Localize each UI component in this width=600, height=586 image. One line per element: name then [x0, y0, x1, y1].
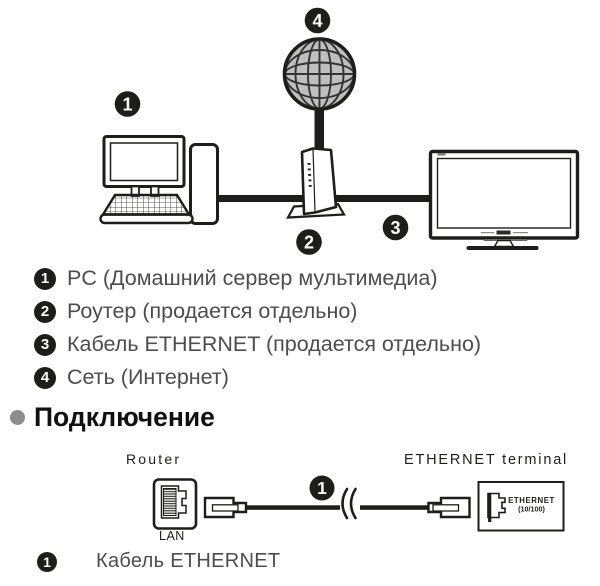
- legend-item: 4 Сеть (Интернет): [34, 361, 481, 394]
- internet-stem-line: [314, 100, 324, 152]
- marker-cable-number: 3: [390, 218, 400, 238]
- legend-item-label: Роутер (продается отдельно): [67, 299, 358, 323]
- cable-break-icon: [341, 487, 357, 520]
- legend-list: 1 PC (Домашний сервер мультимедиа) 2 Роу…: [34, 262, 481, 394]
- tv-screen: [436, 157, 572, 229]
- legend-item: 2 Роутер (продается отдельно): [34, 295, 481, 328]
- lan-label: LAN: [159, 529, 185, 543]
- tv-logo-mark: [437, 153, 446, 156]
- pc-icon: [99, 135, 219, 225]
- footer-caption: 1 Кабель ETHERNET: [37, 550, 280, 573]
- legend-item-label: Кабель ETHERNET (продается отдельно): [67, 332, 482, 356]
- pc-tower: [189, 143, 219, 225]
- tv-control-block: [496, 230, 511, 235]
- tv-icon: [428, 149, 580, 250]
- ethernet-terminal-box: ETHERNET (10/100): [477, 481, 565, 532]
- router-icon: [286, 147, 346, 219]
- connection-diagram: Router ETHERNET terminal LAN 1: [126, 451, 568, 543]
- router-label: Router: [126, 451, 181, 467]
- tv-control-mark: [513, 232, 528, 234]
- cable-line-left: [247, 505, 340, 510]
- legend-item-label: Сеть (Интернет): [67, 365, 229, 389]
- legend-item-label: PC (Домашний сервер мультимедиа): [67, 266, 438, 290]
- marker-internet-number: 4: [312, 11, 322, 31]
- router-body: [300, 147, 338, 216]
- footer-badge: 1: [37, 551, 57, 572]
- section-title: Подключение: [34, 402, 215, 432]
- port-label-line2: (10/100): [518, 505, 545, 514]
- legend-item-badge: 4: [34, 366, 56, 389]
- tv-control-mark: [481, 232, 494, 234]
- legend-item: 1 PC (Домашний сервер мультимедиа): [34, 262, 481, 295]
- legend-item: 3 Кабель ETHERNET (продается отдельно): [34, 328, 481, 361]
- legend-item-badge: 3: [34, 333, 56, 356]
- marker-cable-number-bottom: 1: [317, 478, 327, 498]
- footer-label: Кабель ETHERNET: [96, 550, 281, 572]
- marker-cable-badge: 3: [382, 214, 409, 241]
- marker-router-badge: 2: [296, 229, 322, 255]
- marker-internet-badge: 4: [304, 7, 331, 34]
- network-overview-diagram: 1 2 3 4: [99, 7, 580, 255]
- pc-monitor-screen: [109, 142, 179, 182]
- router-edge: [312, 148, 316, 213]
- bullet-icon: [10, 410, 25, 425]
- pc-keyboard: [100, 193, 192, 216]
- ethernet-plug-left-icon: [203, 496, 248, 519]
- legend-item-badge: 1: [34, 267, 56, 290]
- pc-keyboard-base: [99, 213, 194, 225]
- lan-port-icon: [152, 478, 198, 530]
- ethernet-port-icon: [487, 492, 506, 522]
- marker-pc-badge: 1: [114, 91, 141, 117]
- port-label-line1: ETHERNET: [508, 496, 555, 505]
- section-header: Подключение: [10, 402, 215, 433]
- globe-grid: [285, 40, 354, 108]
- router-leds: [307, 163, 312, 187]
- marker-pc-number: 1: [122, 94, 132, 114]
- ethernet-plug-right-icon: [427, 496, 471, 519]
- ethernet-terminal-label: ETHERNET terminal: [404, 452, 568, 468]
- tv-stand-neck: [493, 239, 515, 248]
- cable-line-right: [360, 505, 430, 510]
- legend-item-badge: 2: [34, 300, 56, 323]
- marker-router-number: 2: [304, 232, 314, 252]
- marker-cable-badge-bottom: 1: [309, 475, 335, 501]
- globe-internet-icon: [282, 37, 357, 111]
- tv-stand-base: [466, 246, 539, 250]
